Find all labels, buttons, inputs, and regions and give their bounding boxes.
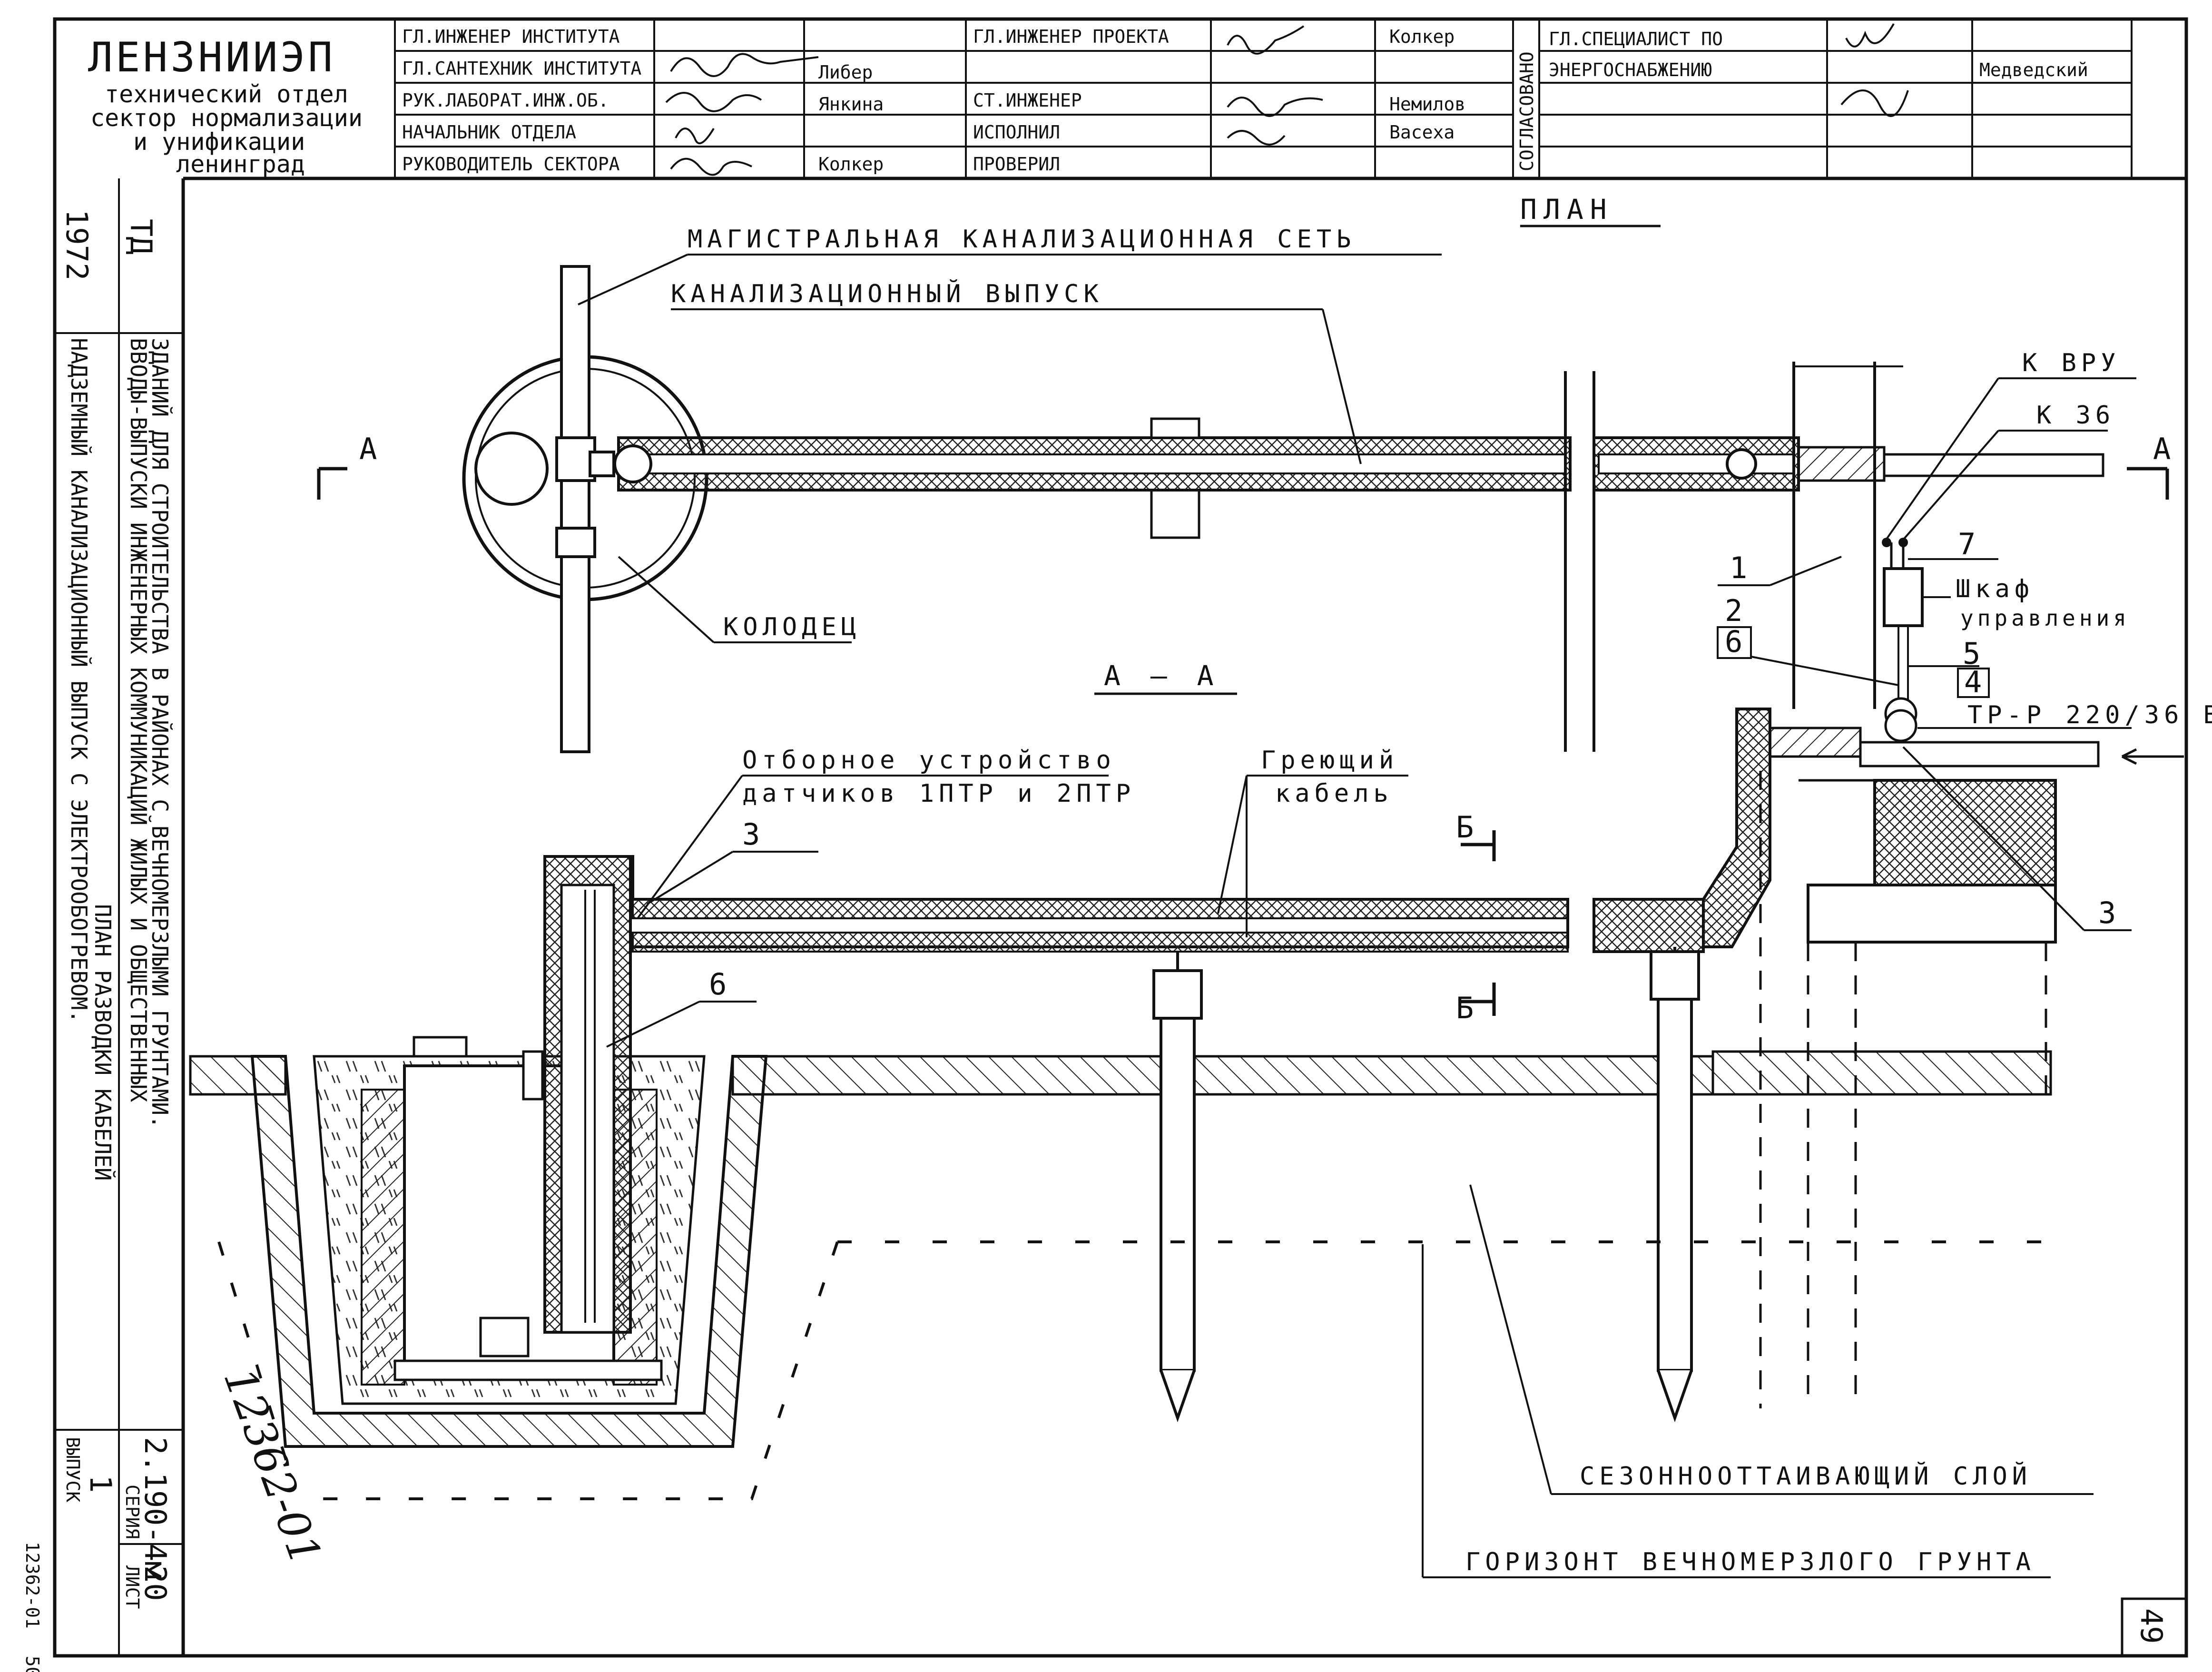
- title-block: [394, 19, 2133, 178]
- doc-code: ТД: [124, 219, 158, 255]
- role-senior-engineer: СТ.ИНЖЕНЕР: [973, 90, 1082, 111]
- control-cabinet: [1883, 567, 1924, 627]
- title-line-1: ВВОДЫ-ВЫПУСКИ ИНЖЕНЕРНЫХ КОММУНИКАЦИЙ ЖИ…: [126, 338, 151, 1102]
- org-line-3: и унификации: [133, 128, 305, 156]
- name-nemilov: Немилов: [1389, 94, 1465, 115]
- label-permafrost: ГОРИЗОНТ ВЕЧНОМЕРЗЛОГО ГРУНТА: [1465, 1548, 2035, 1576]
- plan-title: ПЛАН: [1520, 193, 1613, 226]
- building-wall: [1873, 779, 2057, 886]
- plan-view: ПЛАН А А МАГИСТРАЛЬНАЯ КАНАЛ: [317, 193, 2212, 753]
- section-mark-right: А: [2153, 432, 2171, 466]
- series-value: 2.190-4м: [138, 1437, 173, 1579]
- label-heating-2: кабель: [1275, 779, 1393, 808]
- title-line-2: ЗДАНИЙ ДЛЯ СТРОИТЕЛЬСТВА В РАЙОНАХ С ВЕЧ…: [147, 338, 173, 1129]
- label-to-36: К 36: [2036, 401, 2115, 430]
- org-line-2: сектор нормализации: [90, 104, 363, 132]
- role-chief-plumber: ГЛ.САНТЕХНИК ИНСТИТУТА: [402, 58, 641, 79]
- label-well: КОЛОДЕЦ: [723, 613, 861, 641]
- series-label: СЕРИЯ: [122, 1485, 143, 1539]
- side-block: [55, 178, 183, 1656]
- roles-middle: ГЛ.ИНЖЕНЕР ПРОЕКТА СТ.ИНЖЕНЕР ИСПОЛНИЛ П…: [973, 26, 1465, 175]
- year: 1972: [59, 209, 94, 280]
- name-kolker-mid: Колкер: [1389, 26, 1455, 47]
- role-project-chief: ГЛ.ИНЖЕНЕР ПРОЕКТА: [973, 26, 1169, 47]
- sheet-frame: [53, 17, 2188, 1658]
- role-department-head: НАЧАЛЬНИК ОТДЕЛА: [402, 122, 576, 143]
- callout-6: 6: [1725, 624, 1742, 659]
- name-vasekha: Васеха: [1389, 122, 1455, 143]
- label-sewer-outlet: КАНАЛИЗАЦИОННЫЙ ВЫПУСК: [671, 279, 1103, 308]
- section-title: А — А: [1104, 659, 1220, 692]
- section-mark-b-bottom: Б: [1456, 991, 1474, 1025]
- sheet-value: 20: [138, 1565, 173, 1601]
- label-cabinet-1: Шкаф: [1956, 575, 2034, 603]
- thaw-boundary: [217, 1240, 2055, 1500]
- archive-suffix: 50: [22, 1656, 43, 1672]
- callout-7: 7: [1958, 527, 1976, 561]
- role-chief-engineer: ГЛ.ИНЖЕНЕР ИНСТИТУТА: [402, 26, 620, 47]
- main-sewer-pipe: [560, 265, 590, 753]
- role-lab-head: РУК.ЛАБОРАТ.ИНЖ.ОБ.: [402, 90, 609, 111]
- label-active-layer: СЕЗОННООТТАИВАЮЩИЙ СЛОЙ: [1580, 1462, 2032, 1491]
- agreed-name: Медведский: [1979, 59, 2088, 80]
- callout-1: 1: [1730, 551, 1747, 585]
- outlet-bend: [1702, 708, 1771, 948]
- callout-3-section: 6: [709, 967, 727, 1002]
- organization-block: ЛЕНЗНИИЭП технический отдел сектор норма…: [88, 34, 363, 178]
- organization-name: ЛЕНЗНИИЭП: [88, 34, 335, 81]
- agreed-block: СОГЛАСОВАНО ГЛ.СПЕЦИАЛИСТ ПО ЭНЕРГОСНАБЖ…: [1516, 23, 2088, 171]
- sheet-label: ЛИСТ: [122, 1565, 143, 1609]
- section-mark-b-top: Б: [1456, 810, 1474, 845]
- foundation-dashed: [1759, 771, 2047, 1408]
- name-yankina: Янкина: [818, 94, 884, 115]
- role-checked: ПРОВЕРИЛ: [973, 154, 1060, 175]
- section-view: А — А: [189, 659, 2184, 1578]
- role-sector-head: РУКОВОДИТЕЛЬ СЕКТОРА: [402, 154, 620, 175]
- label-sensor-2: датчиков 1ПТР и 2ПТР: [742, 779, 1135, 808]
- label-heating-1: Греющий: [1261, 746, 1398, 775]
- issue-label: ВЫПУСК: [62, 1437, 83, 1502]
- label-sensor-1: Отборное устройство: [742, 746, 1116, 775]
- side-texts: 1972 ТД ВВОДЫ-ВЫПУСКИ ИНЖЕНЕРНЫХ КОММУНИ…: [22, 209, 173, 1672]
- org-line-4: ленинград: [176, 150, 305, 178]
- label-main-sewer: МАГИСТРАЛЬНАЯ КАНАЛИЗАЦИОННАЯ СЕТЬ: [688, 225, 1356, 254]
- piles: [1152, 947, 1700, 1423]
- label-to-vru: К ВРУ: [2022, 349, 2121, 377]
- page-number-box: 49: [2121, 1597, 2188, 1657]
- page-number: 49: [2134, 1608, 2169, 1644]
- callout-5: 5: [1963, 636, 1980, 671]
- callout-4: 4: [1964, 665, 1982, 699]
- agreed-role-line-2: ЭНЕРГОСНАБЖЕНИЮ: [1549, 59, 1712, 80]
- title-line-3: НАДЗЕМНЫЙ КАНАЛИЗАЦИОННЫЙ ВЫПУСК С ЭЛЕКТ…: [66, 338, 92, 1023]
- section-mark-left: А: [359, 432, 377, 466]
- callout-6-section: 3: [742, 817, 760, 852]
- name-kolker-left: Колкер: [818, 154, 884, 175]
- signatures-middle: [1227, 25, 1323, 146]
- label-transformer: ТР-Р 220/36 В: [1967, 701, 2212, 729]
- agreed-role-line-1: ГЛ.СПЕЦИАЛИСТ ПО: [1549, 29, 1723, 49]
- role-executed: ИСПОЛНИЛ: [973, 122, 1060, 143]
- name-liber: Либер: [818, 62, 873, 83]
- agreed-label: СОГЛАСОВАНО: [1516, 51, 1537, 171]
- archive-number: 12362-01: [22, 1542, 43, 1629]
- issue-value: 1: [83, 1475, 118, 1493]
- callout-2: 2: [1725, 593, 1742, 628]
- pit-wall: [250, 1055, 768, 1448]
- roles-left: ГЛ.ИНЖЕНЕР ИНСТИТУТА ГЛ.САНТЕХНИК ИНСТИТ…: [402, 26, 884, 175]
- title-line-4: ПЛАН РАЗВОДКИ КАБЕЛЕЙ: [90, 904, 116, 1181]
- callout-3-right: 3: [2098, 895, 2116, 930]
- org-line-1: технический отдел: [105, 80, 348, 108]
- signatures-left: [665, 53, 819, 176]
- label-cabinet-2: управления: [1960, 605, 2130, 631]
